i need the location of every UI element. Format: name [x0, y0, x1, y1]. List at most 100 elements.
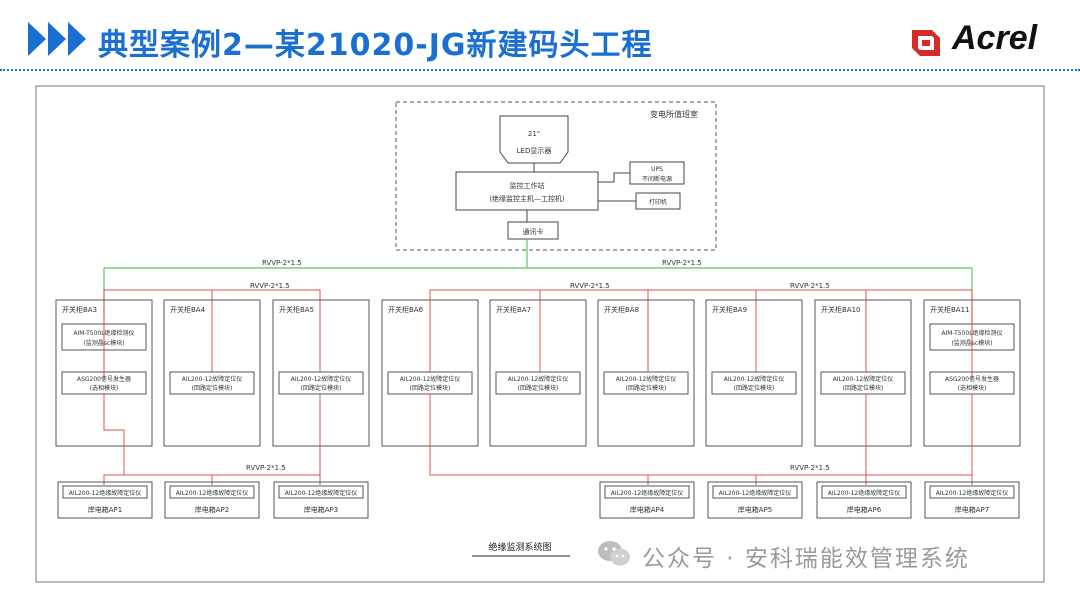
cabinet-ba5 [272, 299, 370, 447]
cabinet-name: 开关柜BA8 [604, 305, 639, 314]
device-label: AIL200-12绝缘故障定位仪 [936, 489, 1008, 497]
brand: Acrel [910, 19, 1075, 62]
cable-label-bus2: RVVP-2*1.5 [662, 259, 702, 267]
shore-box-ap2 [164, 481, 260, 519]
shore-box-ap1 [57, 481, 153, 519]
device-label: (回路定位模块) [301, 384, 342, 392]
device-box [495, 371, 581, 395]
shore-box-name: 岸电箱AP4 [630, 505, 665, 514]
comm-card-box [507, 221, 559, 240]
shore-box-name: 岸电箱AP7 [955, 505, 989, 514]
header-divider [0, 69, 1080, 71]
cabinet-name: 开关柜BA6 [388, 305, 424, 314]
workstation-box [455, 171, 599, 211]
device-label: (回路定位模块) [843, 384, 884, 392]
cabinet-name: 开关柜BA9 [712, 305, 747, 314]
device-label: (回路定位模块) [192, 384, 233, 392]
cabinet-name: 开关柜BA7 [496, 305, 531, 314]
cabinet-group: 开关柜BA3 AIM-T500L绝缘检测仪 (监测晶sc模块) ASG200信号… [55, 299, 1021, 447]
red-top-loops [103, 289, 973, 380]
cable-label-bus1: RVVP-2*1.5 [262, 259, 302, 267]
device-label: AIL200-12故障定位仪 [616, 375, 676, 383]
device-label: (回路定位模块) [518, 384, 559, 392]
device-label: AIL200-12绝缘故障定位仪 [611, 489, 683, 497]
cabinet-ba10 [814, 299, 912, 447]
cabinet-ba4 [163, 299, 261, 447]
device-label: ASG200信号发生器 [77, 375, 131, 383]
device-box [711, 371, 797, 395]
control-room-label: 变电所值班室 [650, 109, 698, 119]
red-bottom-loops [103, 394, 973, 485]
device-label: AIL200-12故障定位仪 [291, 375, 351, 383]
device-label: AIL200-12故障定位仪 [724, 375, 784, 383]
brand-name: Acrel [952, 19, 1038, 57]
shore-box-name: 岸电箱AP1 [88, 505, 122, 514]
shore-box-name: 岸电箱AP2 [195, 505, 229, 514]
ups-line1: UPS [651, 166, 663, 173]
watermark-text: 公众号 · 安科瑞能效管理系统 [642, 546, 970, 572]
device-label: AIL200-12故障定位仪 [182, 375, 242, 383]
device-label: ASG200信号发生器 [945, 375, 999, 383]
device-label: (回路定位模块) [410, 384, 451, 392]
ups-line2: 不间断电源 [642, 175, 672, 183]
shore-box-ap4 [599, 481, 695, 519]
cabinet-ba7 [489, 299, 587, 447]
shore-box-name: 岸电箱AP3 [304, 505, 338, 514]
device-box [169, 371, 255, 395]
device-label: (选相模块) [958, 384, 987, 392]
device-label: (回路定位模块) [626, 384, 667, 392]
page-title: 典型案例2—某21020-JG新建码头工程 [98, 28, 653, 63]
cable-label-bus6b: RVVP-2*1.5 [790, 464, 830, 472]
device-label: AIL200-12绝缘故障定位仪 [285, 489, 357, 497]
diagram-caption: 绝缘监测系统图 [488, 541, 551, 553]
device-label: AIL200-12故障定位仪 [400, 375, 460, 383]
shore-box-ap5 [707, 481, 803, 519]
diagram-frame [35, 85, 1045, 583]
shore-box-ap3 [273, 481, 369, 519]
device-label: (监测晶sc模块) [951, 339, 992, 347]
header: 典型案例2—某21020-JG新建码头工程 Acrel [0, 0, 1080, 68]
shore-box-ap7 [924, 481, 1020, 519]
cabinet-ba8 [597, 299, 695, 447]
cabinet-name: 开关柜BA3 [62, 305, 97, 314]
chevron-right-icon [48, 22, 66, 56]
shore-box-group: AIL200-12绝缘故障定位仪 岸电箱AP1 AIL200-12绝缘故障定位仪… [57, 481, 1020, 519]
device-label: AIM-T500L绝缘检测仪 [941, 329, 1002, 337]
cabinet-name: 开关柜BA10 [821, 305, 861, 314]
acrel-logo-icon [912, 30, 940, 56]
cable-label-bus5: RVVP-2*1.5 [790, 282, 830, 290]
device-label: AIL200-12绝缘故障定位仪 [828, 489, 900, 497]
device-label: AIL200-12故障定位仪 [508, 375, 568, 383]
shore-box-name: 岸电箱AP6 [847, 505, 882, 514]
red-internal-links [103, 350, 973, 372]
control-room-box [395, 101, 717, 251]
cable-label-bus4: RVVP-2*1.5 [570, 282, 610, 290]
cabinet-name: 开关柜BA4 [170, 305, 206, 314]
device-label: AIM-T500L绝缘检测仪 [73, 329, 134, 337]
device-label: AIL200-12绝缘故障定位仪 [69, 489, 141, 497]
cabinet-ba9 [705, 299, 803, 447]
device-label: (监测晶sc模块) [83, 339, 124, 347]
wechat-icon [598, 541, 630, 566]
device-box [820, 371, 906, 395]
comm-card-label: 通讯卡 [523, 227, 544, 236]
cable-label-bus3: RVVP-2*1.5 [250, 282, 290, 290]
cabinet-ba3 [55, 299, 153, 447]
monitor-size: 21" [528, 130, 540, 138]
cabinet-name: 开关柜BA5 [279, 305, 314, 314]
cable-label-bus6a: RVVP-2*1.5 [246, 464, 286, 472]
monitor-label: LED显示器 [517, 147, 552, 155]
printer-label: 打印机 [649, 198, 667, 206]
workstation-line2: (绝缘监控主机—工控机) [489, 194, 565, 203]
device-label: AIL200-12故障定位仪 [833, 375, 893, 383]
monitor-icon [499, 115, 569, 164]
device-box [278, 371, 364, 395]
device-label: (回路定位模块) [734, 384, 775, 392]
device-label: AIL200-12绝缘故障定位仪 [719, 489, 791, 497]
device-label: AIL200-12绝缘故障定位仪 [176, 489, 248, 497]
chevron-right-icon [68, 22, 86, 56]
shore-box-ap6 [816, 481, 912, 519]
device-box [603, 371, 689, 395]
cabinet-name: 开关柜BA11 [930, 305, 970, 314]
